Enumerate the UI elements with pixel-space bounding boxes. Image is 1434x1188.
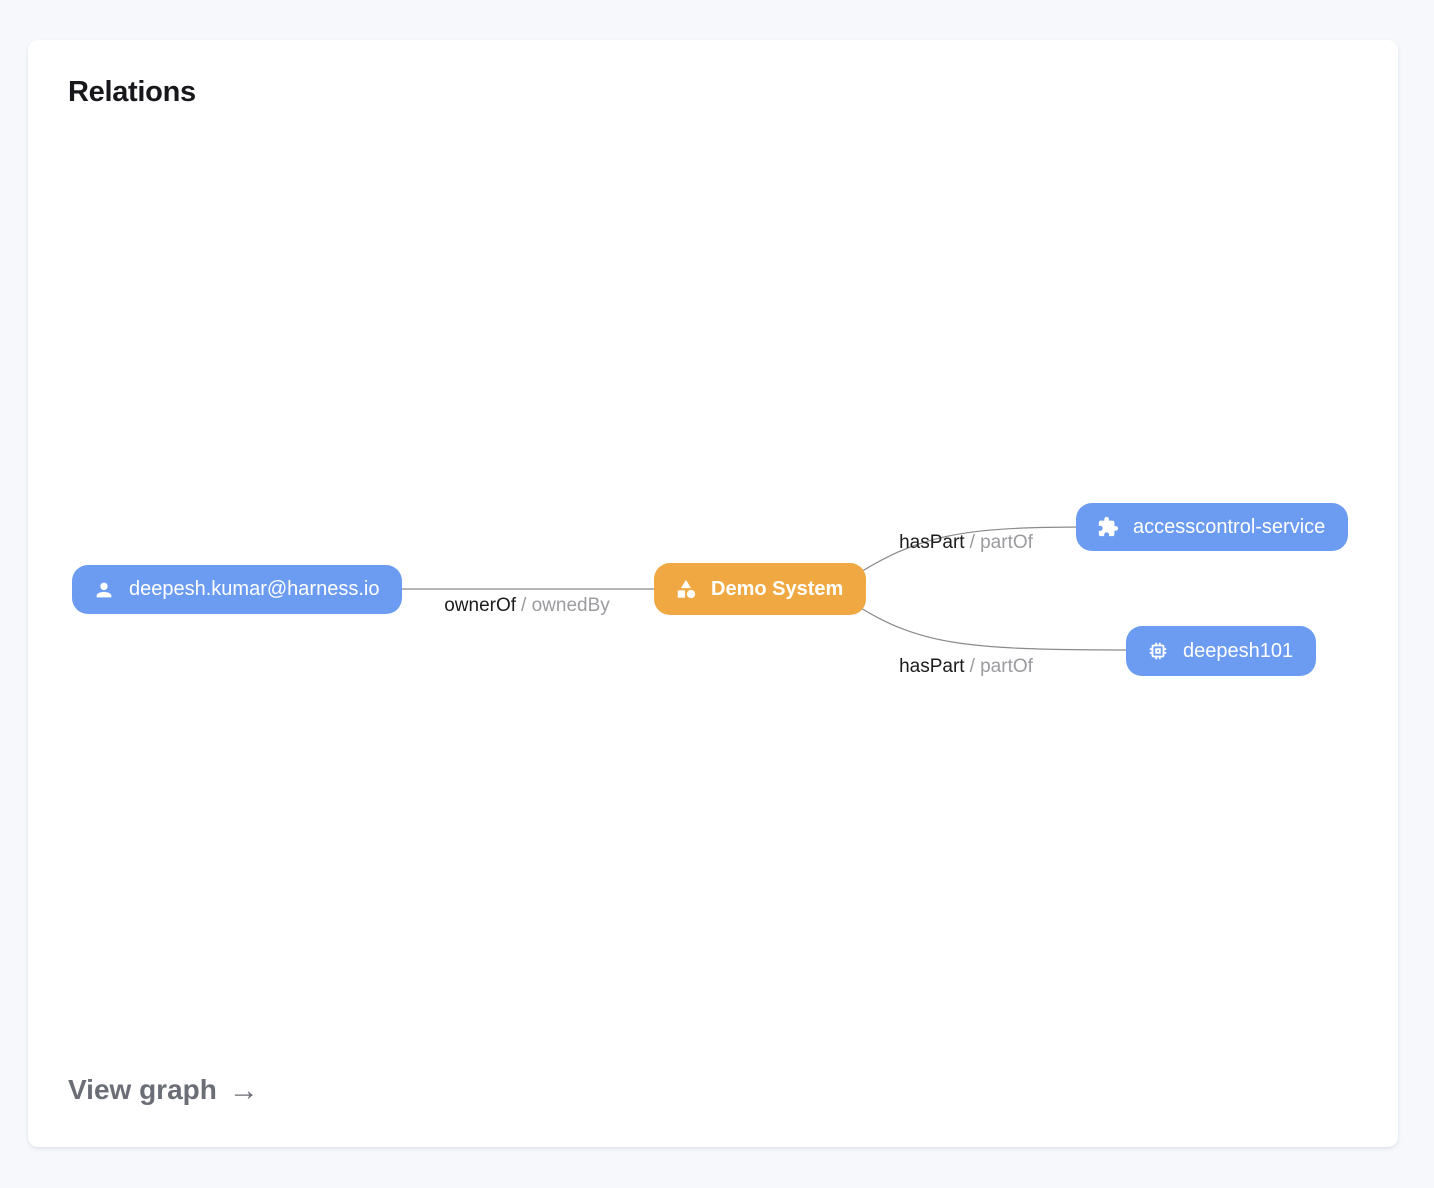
node-system[interactable]: Demo System bbox=[654, 563, 867, 615]
category-shapes-icon bbox=[675, 578, 697, 600]
edge-label-secondary: / partOf bbox=[969, 532, 1033, 553]
edge-label-haspart-top: hasPart/ partOf bbox=[899, 532, 1033, 554]
node-label: deepesh101 bbox=[1183, 639, 1294, 662]
arrow-right-icon: → bbox=[228, 1074, 259, 1107]
node-label: accesscontrol-service bbox=[1133, 515, 1326, 538]
edge-label-primary: ownerOf bbox=[444, 595, 517, 616]
node-label: deepesh.kumar@harness.io bbox=[129, 578, 380, 600]
node-component[interactable]: deepesh101 bbox=[1126, 626, 1317, 676]
person-icon bbox=[93, 579, 115, 601]
relations-graph: ownerOf/ ownedBy hasPart/ partOf hasPart… bbox=[28, 40, 1398, 1147]
chip-icon bbox=[1147, 640, 1169, 662]
edge-label-primary: hasPart bbox=[899, 532, 965, 553]
puzzle-piece-icon bbox=[1097, 516, 1119, 538]
edge-label-secondary: / partOf bbox=[969, 656, 1033, 677]
edge-label-primary: hasPart bbox=[899, 656, 965, 677]
edge-label-secondary: / ownedBy bbox=[521, 595, 610, 616]
edge-system-component bbox=[847, 599, 1139, 651]
card-title: Relations bbox=[68, 76, 196, 108]
node-service[interactable]: accesscontrol-service bbox=[1076, 503, 1349, 551]
edge-label-haspart-bottom: hasPart/ partOf bbox=[899, 656, 1033, 678]
node-user[interactable]: deepesh.kumar@harness.io bbox=[72, 565, 403, 614]
edge-label-ownerof: ownerOf/ ownedBy bbox=[444, 595, 610, 617]
view-graph-label: View graph bbox=[68, 1074, 217, 1105]
view-graph-link[interactable]: View graph → bbox=[68, 1074, 259, 1106]
relations-card: Relations ownerOf/ ownedBy hasPart/ part… bbox=[28, 40, 1398, 1147]
node-label: Demo System bbox=[711, 577, 844, 600]
